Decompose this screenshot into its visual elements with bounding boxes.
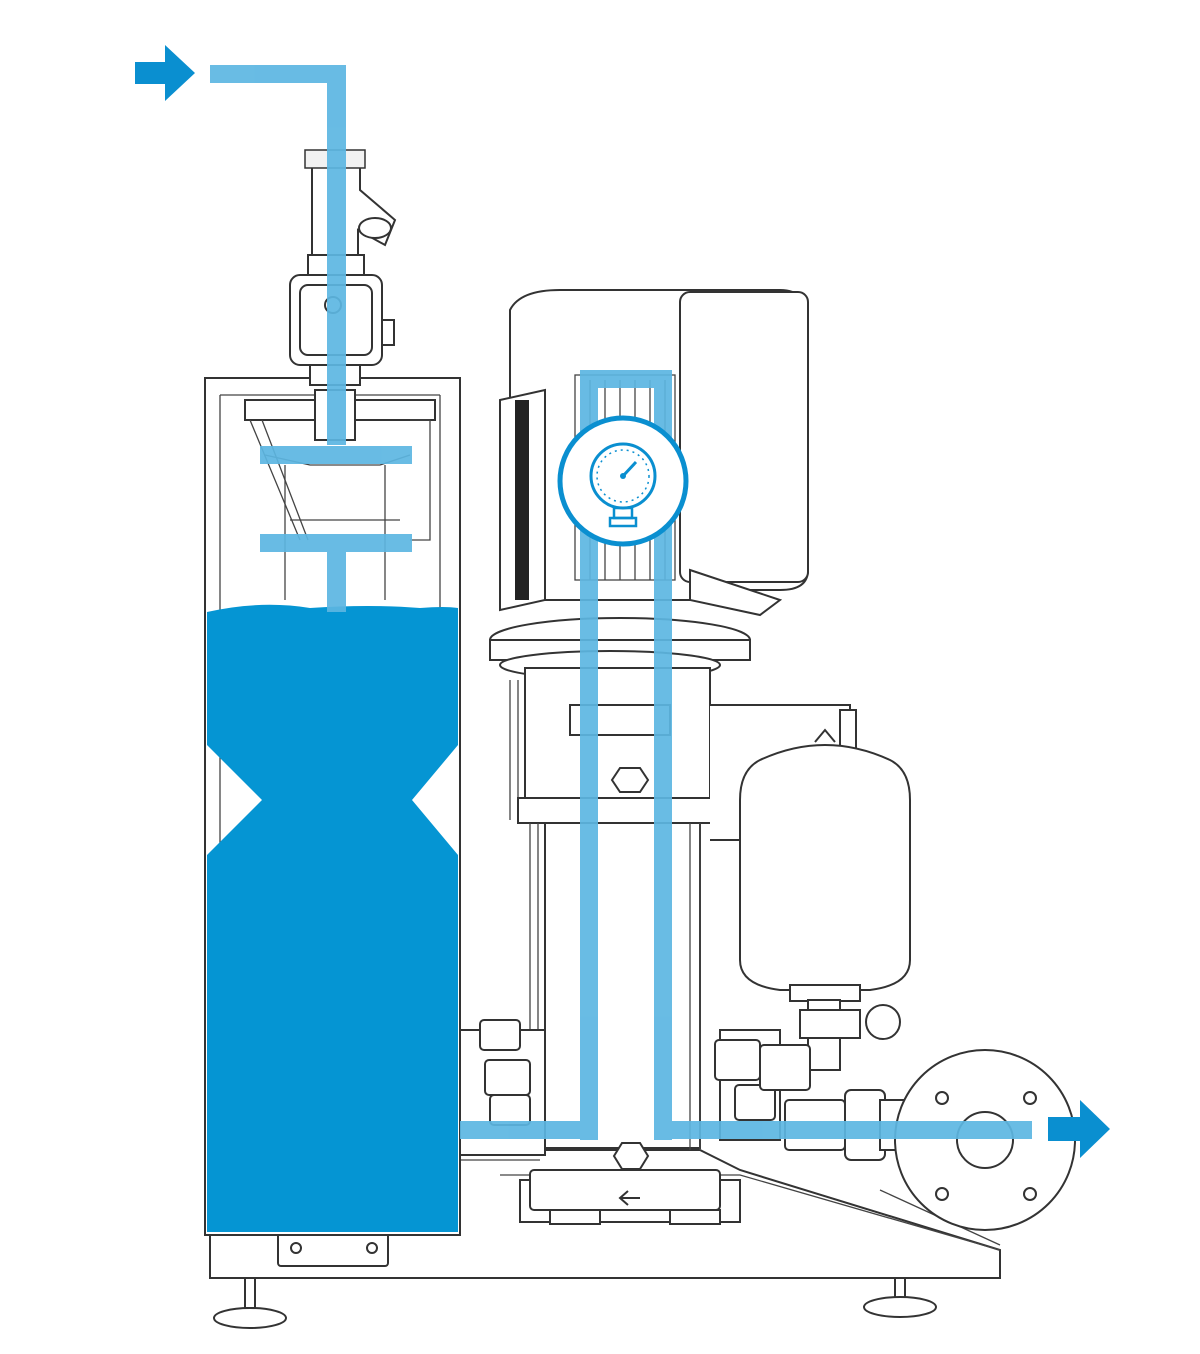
expansion-tank: [739, 728, 911, 1071]
water-volume: [207, 604, 458, 1232]
flow-direction-arrow-icon: [618, 1190, 640, 1206]
pressure-gauge-icon: [557, 415, 689, 547]
inlet-arrow-icon: [135, 45, 195, 101]
flow-path: [210, 65, 1032, 1140]
outlet-arrow-icon: [1048, 1100, 1110, 1158]
